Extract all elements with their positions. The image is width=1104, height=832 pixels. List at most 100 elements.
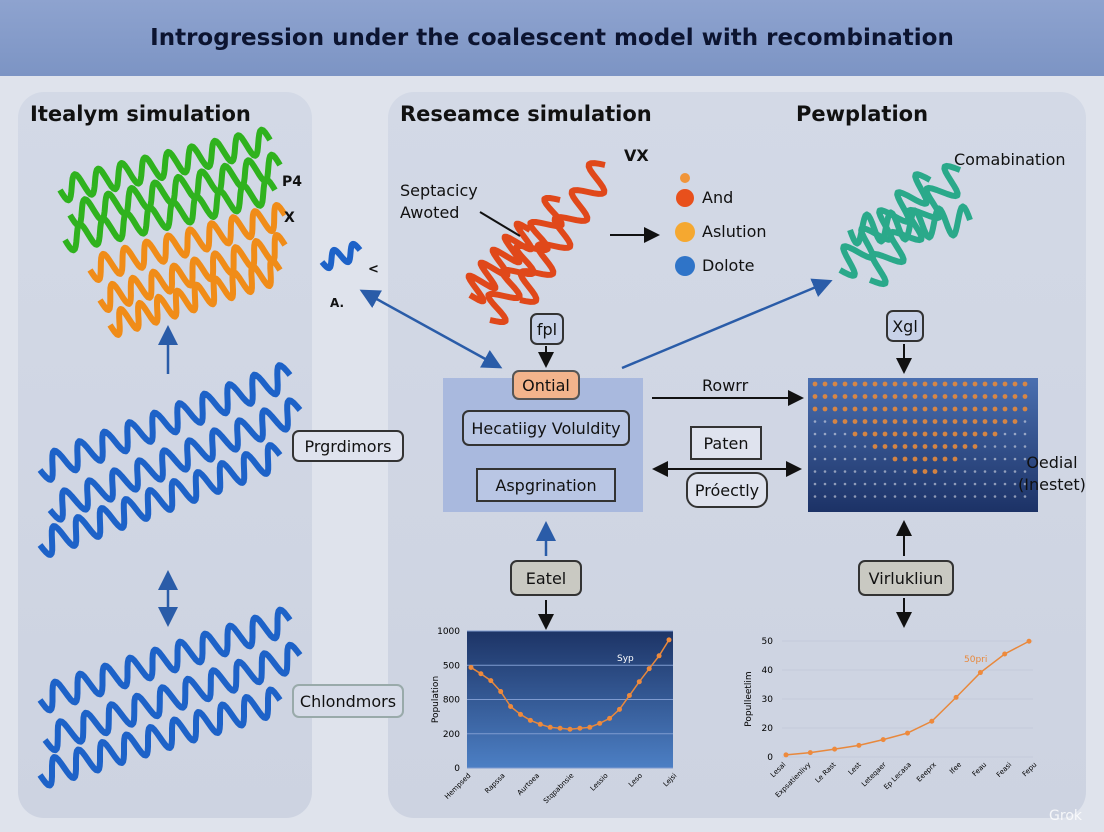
heatmap-dot [882, 406, 888, 412]
heatmap-dot [872, 394, 878, 399]
heatmap-dot [1022, 381, 1028, 387]
heatmap-dot [853, 495, 857, 498]
heatmap-dot [1023, 445, 1027, 448]
x-tick-label: Leso [627, 772, 644, 789]
heatmap-dot [833, 445, 837, 448]
heatmap-dot [812, 406, 818, 412]
heatmap-dot [992, 394, 998, 399]
heatmap-dot [823, 470, 827, 473]
heatmap-dot [832, 406, 838, 412]
heatmap-dot [993, 445, 997, 448]
heatmap-dot [992, 431, 998, 437]
heatmap-dot [982, 381, 988, 387]
x-tick-label: Aurtoea [516, 772, 541, 797]
heatmap-dot [903, 470, 907, 473]
heatmap-dot [893, 495, 897, 498]
heatmap-dot [892, 456, 898, 462]
heatmap-dot [932, 419, 938, 424]
heatmap-dot [892, 406, 898, 412]
arrow-to-combination [621, 278, 833, 370]
data-point [597, 720, 603, 726]
heatmap-dot [963, 470, 967, 473]
x-tick-label: Ifee [948, 761, 963, 776]
heatmap-dot [853, 457, 857, 461]
heatmap-dot [822, 381, 828, 387]
heatmap-dot [983, 495, 987, 498]
heatmap-dot [903, 495, 907, 498]
heatmap-dot [963, 495, 967, 498]
heatmap-dot [982, 419, 988, 424]
x-tick-label: Feasi [995, 761, 1013, 779]
protein-helix-blue [42, 641, 303, 754]
heatmap-dot [852, 406, 858, 412]
box-virlukliun: Virlukliun [858, 560, 954, 596]
heatmap-dot [852, 381, 858, 387]
heatmap-dot [952, 456, 958, 462]
y-tick-label: 0 [454, 764, 460, 774]
label-x: X [284, 210, 295, 226]
heatmap-dot [982, 406, 988, 412]
protein-helix-blue [37, 362, 293, 483]
heatmap-dot [942, 381, 948, 387]
heatmap-dot [913, 482, 917, 486]
heatmap-dot [892, 381, 898, 387]
heatmap-dot [932, 381, 938, 387]
protein-helix-orange [107, 257, 283, 338]
heatmap-dot [922, 444, 928, 449]
heatmap-dot [862, 431, 868, 437]
data-point [656, 653, 662, 659]
heatmap-dot [853, 482, 857, 486]
heatmap-dot [1023, 482, 1027, 486]
heatmap-dot [1022, 394, 1028, 399]
heatmap-dot [833, 432, 837, 436]
data-point [1002, 651, 1008, 657]
heatmap-dot [852, 394, 858, 399]
heatmap-dot [863, 445, 867, 448]
heatmap-dot [993, 495, 997, 498]
heatmap-dot [992, 406, 998, 412]
y-tick-label: 20 [762, 724, 774, 734]
x-tick-label: Lest [847, 761, 863, 777]
heatmap-dot [993, 470, 997, 473]
x-tick-label: Lesal [769, 761, 787, 779]
data-point [905, 730, 910, 736]
protein-helix-green [62, 176, 278, 254]
heatmap-dot [983, 482, 987, 486]
heatmap-dot [942, 394, 948, 399]
y-tick-label: 800 [443, 696, 460, 706]
protein-helix-green [67, 151, 283, 229]
heatmap-dot [952, 444, 958, 449]
protein-helix-blue [37, 686, 283, 789]
heatmap-dot [952, 431, 958, 437]
heatmap-dot [863, 457, 867, 461]
legend-dot-dolote [675, 256, 695, 276]
data-point [646, 666, 652, 672]
heatmap-dot [852, 431, 858, 437]
heatmap-dot [992, 381, 998, 387]
data-point [498, 689, 504, 695]
heatmap-dot [903, 482, 907, 486]
x-tick-label: Fepu [1021, 761, 1039, 779]
heatmap-dot [832, 394, 838, 399]
heatmap-dot [942, 431, 948, 437]
y-tick-label: 0 [767, 753, 773, 763]
heatmap-dot [942, 444, 948, 449]
label-vx: VX [624, 146, 649, 165]
heatmap-dot [893, 470, 897, 473]
data-point [1026, 638, 1032, 644]
box-hecatiigy: Hecatiigy Voluldity [462, 410, 630, 446]
heatmap-dot [962, 419, 968, 424]
y-axis-label: Populleetlim [744, 671, 754, 726]
heatmap-dot [882, 444, 888, 449]
data-point [666, 637, 672, 643]
data-point [468, 664, 474, 670]
heatmap-dot [1012, 419, 1018, 424]
heatmap-dot [1022, 406, 1028, 412]
x-tick-label: Ep Lecasa [882, 761, 913, 792]
heatmap-dot [1013, 482, 1017, 486]
heatmap-dot [953, 482, 957, 486]
heatmap-dot [822, 406, 828, 412]
annotation-pointer [479, 211, 521, 237]
label-a: A. [330, 296, 345, 310]
legend-and: And [702, 188, 734, 207]
